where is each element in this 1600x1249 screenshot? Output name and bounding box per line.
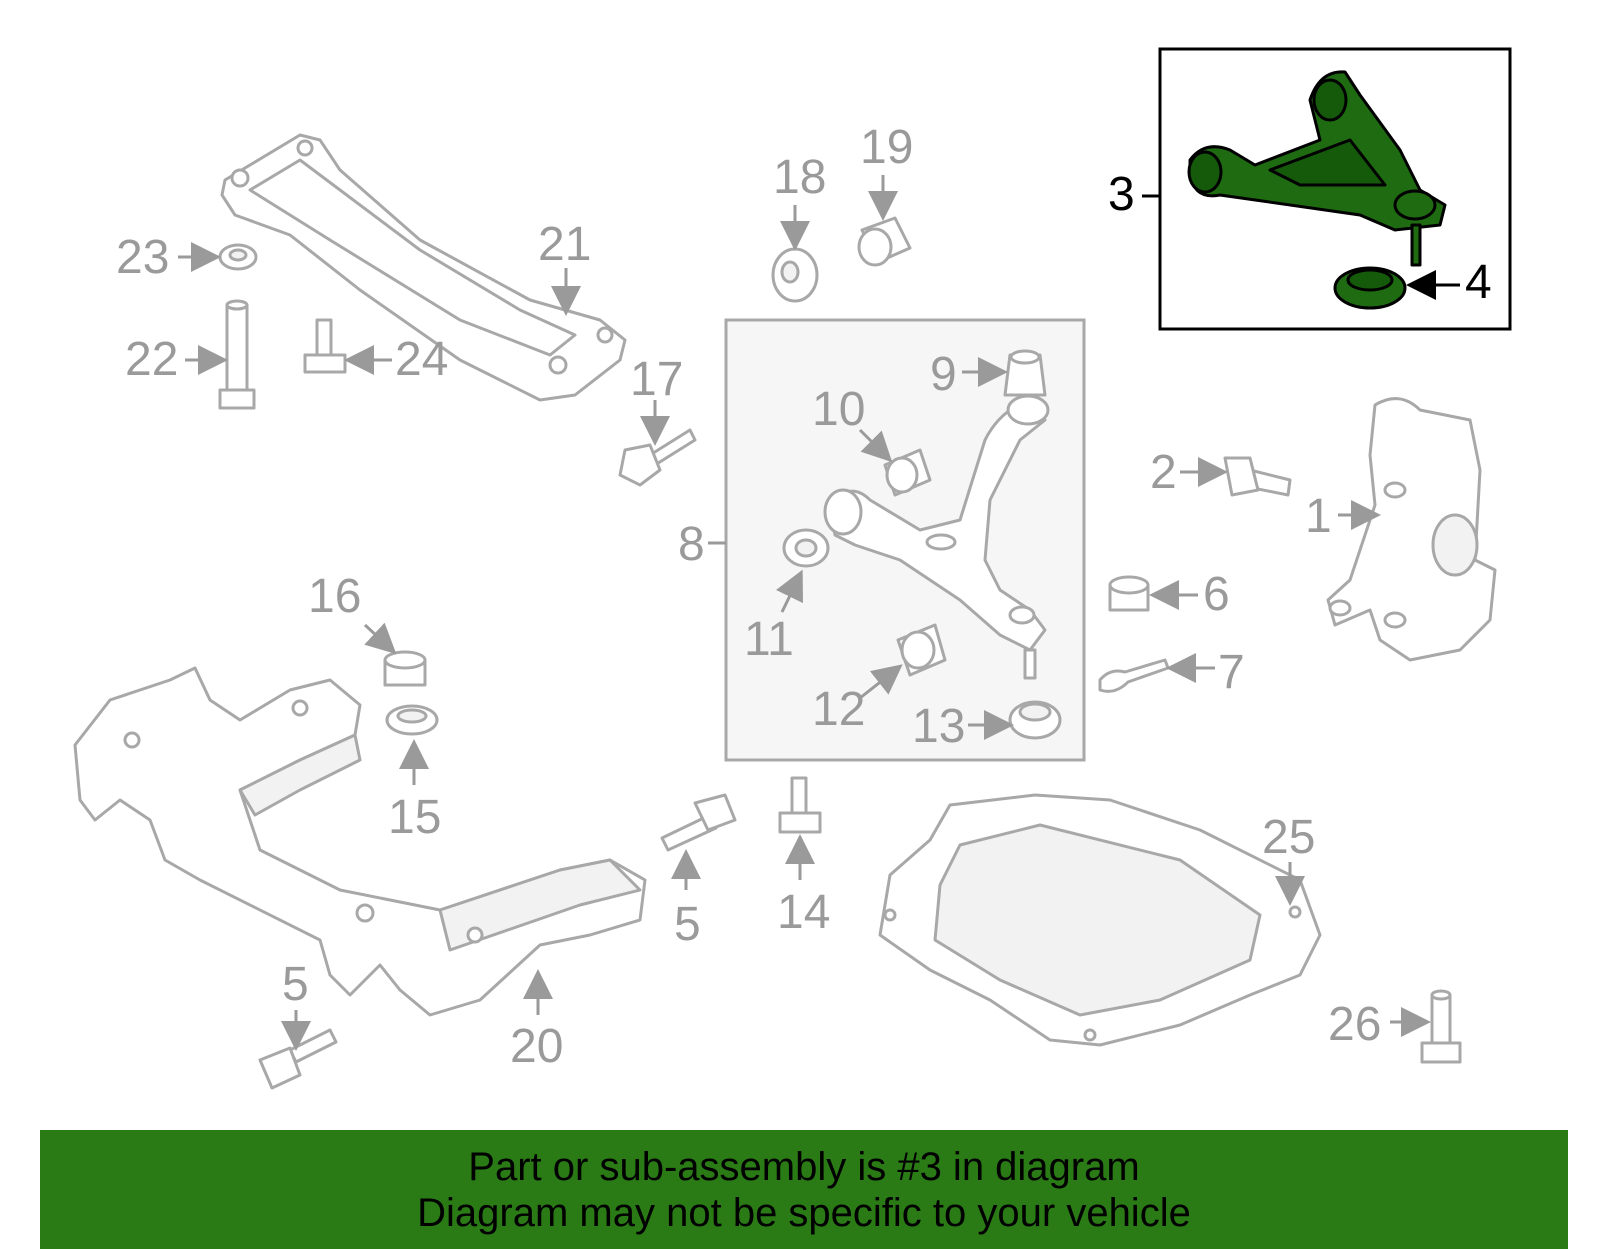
bolt-part-17[interactable]	[618, 428, 697, 487]
info-banner: Part or sub-assembly is #3 in diagram Di…	[40, 1130, 1568, 1249]
nut-part-6[interactable]	[1108, 575, 1150, 612]
callout-9: 9	[930, 348, 1008, 401]
callout-6: 6	[1149, 568, 1230, 621]
svg-text:21: 21	[538, 218, 591, 271]
cotter-pin-part-7[interactable]	[1098, 658, 1170, 693]
callout-17: 17	[630, 353, 683, 446]
svg-text:11: 11	[744, 613, 794, 666]
callout-23: 23	[116, 231, 221, 284]
bolt-part-5-lower[interactable]	[258, 1028, 338, 1090]
callout-14: 14	[777, 834, 830, 939]
callout-19: 19	[860, 121, 913, 221]
washer-part-18[interactable]	[771, 247, 819, 303]
svg-text:23: 23	[116, 231, 169, 284]
svg-text:5: 5	[282, 958, 309, 1011]
svg-text:14: 14	[777, 886, 830, 939]
banner-line-2: Diagram may not be specific to your vehi…	[417, 1190, 1191, 1235]
svg-text:7: 7	[1218, 646, 1245, 699]
svg-text:25: 25	[1262, 811, 1315, 864]
callout-26: 26	[1328, 998, 1431, 1051]
svg-text:2: 2	[1150, 446, 1177, 499]
crossmember-part-21[interactable]	[220, 133, 627, 402]
svg-text:6: 6	[1203, 568, 1230, 621]
svg-text:8: 8	[678, 518, 705, 571]
svg-text:10: 10	[812, 383, 865, 436]
subframe-part-20[interactable]	[73, 666, 647, 1017]
svg-text:9: 9	[930, 348, 957, 401]
callout-5-upper: 5	[671, 849, 701, 951]
svg-text:19: 19	[860, 121, 913, 174]
parts-diagram: 3 4 8 9 10 11	[73, 47, 1512, 1090]
washer-part-15[interactable]	[385, 704, 439, 736]
svg-text:4: 4	[1465, 256, 1492, 309]
callout-4: 4	[1406, 256, 1492, 309]
knuckle-part-1[interactable]	[1326, 397, 1497, 662]
svg-text:24: 24	[395, 333, 448, 386]
bolt-part-22[interactable]	[218, 299, 256, 410]
bolt-part-14[interactable]	[778, 776, 822, 834]
callout-21: 21	[538, 218, 591, 316]
svg-text:18: 18	[773, 151, 826, 204]
callout-10: 10	[812, 383, 893, 463]
callout-8: 8	[678, 518, 726, 571]
callout-18: 18	[773, 151, 826, 251]
svg-text:13: 13	[912, 700, 965, 753]
highlight-box-part-3[interactable]	[1158, 47, 1512, 331]
bushing-part-19[interactable]	[857, 216, 912, 267]
bolt-part-26[interactable]	[1420, 989, 1462, 1064]
callout-13: 13	[912, 700, 1014, 753]
callout-1: 1	[1305, 490, 1381, 543]
bolt-part-2[interactable]	[1223, 456, 1292, 497]
svg-text:22: 22	[125, 333, 178, 386]
callout-25: 25	[1262, 811, 1315, 906]
callout-20: 20	[510, 969, 563, 1073]
svg-text:3: 3	[1108, 168, 1135, 221]
callout-16: 16	[308, 570, 397, 655]
callout-12: 12	[812, 664, 903, 736]
callout-24: 24	[344, 333, 448, 386]
splash-shield-part-25[interactable]	[878, 793, 1322, 1047]
banner-line-1: Part or sub-assembly is #3 in diagram	[468, 1144, 1140, 1189]
nut-part-16[interactable]	[383, 650, 427, 687]
bolt-part-24[interactable]	[303, 318, 347, 374]
svg-text:26: 26	[1328, 998, 1381, 1051]
svg-text:12: 12	[812, 683, 865, 736]
svg-text:15: 15	[388, 791, 441, 844]
svg-text:16: 16	[308, 570, 361, 623]
callout-11: 11	[744, 569, 803, 666]
callout-3: 3	[1108, 168, 1160, 221]
callout-15: 15	[388, 739, 441, 844]
svg-text:17: 17	[630, 353, 683, 406]
callout-5-lower: 5	[281, 958, 311, 1051]
callout-22: 22	[125, 333, 228, 386]
subassembly-box-part-8[interactable]	[724, 318, 1086, 762]
bolt-part-5-upper[interactable]	[660, 793, 737, 852]
svg-text:1: 1	[1305, 490, 1332, 543]
svg-text:20: 20	[510, 1020, 563, 1073]
callout-2: 2	[1150, 446, 1228, 499]
callout-7: 7	[1166, 646, 1245, 699]
washer-part-23[interactable]	[218, 243, 258, 271]
svg-text:5: 5	[674, 898, 701, 951]
